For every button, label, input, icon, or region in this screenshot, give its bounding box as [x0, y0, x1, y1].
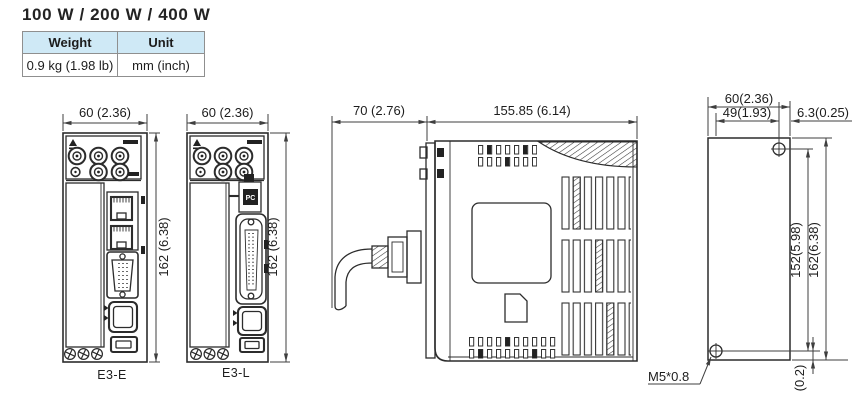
- dim-rear-bottom-offset: (0.2): [792, 337, 816, 392]
- table-header-weight: Weight: [22, 31, 118, 54]
- dim-e3e-height: 162 (6.38): [149, 132, 171, 363]
- bottom-vent-slots: [468, 336, 558, 360]
- table-cell-unit: mm (inch): [117, 53, 205, 77]
- dsub-connector: [106, 251, 139, 299]
- cn1-connector: [235, 213, 267, 305]
- dim-text-rear-hole-edge: 6.3(0.25): [797, 105, 849, 120]
- nameplate: [471, 202, 552, 284]
- cn2-connector: [107, 300, 139, 334]
- dim-text-rear-hole-x: 49(1.93): [723, 105, 771, 120]
- dim-rear-height: 162(6.38): [792, 137, 848, 361]
- louver-band: [537, 141, 638, 168]
- pc-port-label: PC: [246, 195, 256, 202]
- view-label-e3l: E3-L: [222, 366, 250, 380]
- table-cell-weight: 0.9 kg (1.98 lb): [22, 53, 118, 77]
- cn2-connector: [236, 305, 268, 337]
- dim-text-rear-width: 60(2.36): [725, 91, 773, 106]
- usb-port: [238, 336, 266, 354]
- dim-text-rear-height: 162(6.38): [806, 222, 821, 278]
- weight-unit-table: Weight Unit 0.9 kg (1.98 lb) mm (inch): [22, 31, 205, 77]
- front-view-e3l: PC: [186, 132, 269, 363]
- pc-port: [238, 181, 262, 213]
- dim-rear-hole-spacing: 152(5.98): [723, 148, 820, 352]
- page-title: 100 W / 200 W / 400 W: [22, 5, 211, 24]
- front-view-e3e: [62, 132, 148, 363]
- delta-logo: [193, 139, 201, 146]
- dim-e3e-width: 60 (2.36): [62, 105, 148, 131]
- screw-spec-text: M5*0.8: [648, 369, 689, 384]
- usb-port: [109, 335, 139, 354]
- delta-logo: [69, 139, 77, 146]
- dim-text-e3e-width: 60 (2.36): [79, 105, 131, 120]
- dim-rear-hole-x: 49(1.93): [715, 102, 780, 141]
- dim-side-depth: 155.85 (6.14): [427, 103, 638, 139]
- cable-connector: [334, 230, 422, 311]
- dim-text-e3l-height: 162 (6.38): [265, 217, 280, 276]
- dim-rear-hole-edge: 6.3(0.25): [791, 105, 852, 124]
- dim-side-front-clearance: 70 (2.76): [331, 103, 428, 308]
- dim-text-rear-hole-spacing: 152(5.98): [788, 222, 803, 278]
- side-view: [334, 140, 638, 362]
- dim-rear-width: 60(2.36): [707, 91, 791, 136]
- dim-text-side-clearance: 70 (2.76): [353, 103, 405, 118]
- dim-text-rear-bottom-offset: (0.2): [792, 365, 807, 392]
- dim-text-side-depth: 155.85 (6.14): [493, 103, 570, 118]
- view-label-e3e: E3-E: [97, 368, 126, 382]
- card-slot: [504, 293, 528, 323]
- dim-e3l-height: 162 (6.38): [265, 132, 290, 363]
- dim-text-e3e-height: 162 (6.38): [156, 217, 171, 276]
- screw-spec-callout: M5*0.8: [648, 356, 712, 385]
- dim-e3l-width: 60 (2.36): [186, 105, 269, 131]
- rear-view: [707, 137, 791, 361]
- dim-text-e3l-width: 60 (2.36): [201, 105, 253, 120]
